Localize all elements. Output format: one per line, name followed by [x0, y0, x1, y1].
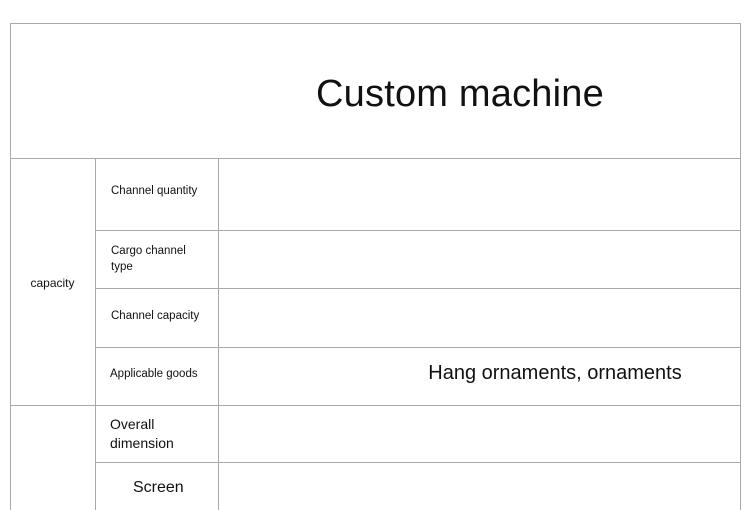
row-label-applicable-goods: Applicable goods — [110, 368, 198, 380]
row-value-applicable-goods: Hang ornaments, ornaments — [428, 362, 682, 384]
table-border-left — [10, 23, 11, 510]
row-divider — [95, 230, 741, 231]
group-column-divider — [95, 158, 96, 510]
row-divider — [95, 288, 741, 289]
title-row-bottom-border — [10, 158, 741, 159]
table-title: Custom machine — [316, 73, 604, 115]
table-border-right — [740, 23, 741, 510]
row-label-cargo-channel-type: Cargo channel type — [111, 245, 186, 273]
group-divider — [10, 405, 741, 406]
row-label-overall-dimension: Overall dimension — [110, 416, 174, 451]
row-divider — [95, 462, 741, 463]
label-column-divider — [218, 158, 219, 510]
row-divider — [95, 347, 741, 348]
table-border-top — [10, 23, 741, 24]
group-label-capacity: capacity — [30, 276, 75, 290]
row-label-channel-capacity: Channel capacity — [111, 310, 200, 322]
row-label-channel-quantity: Channel quantity — [111, 185, 198, 197]
row-label-screen: Screen — [133, 479, 184, 496]
